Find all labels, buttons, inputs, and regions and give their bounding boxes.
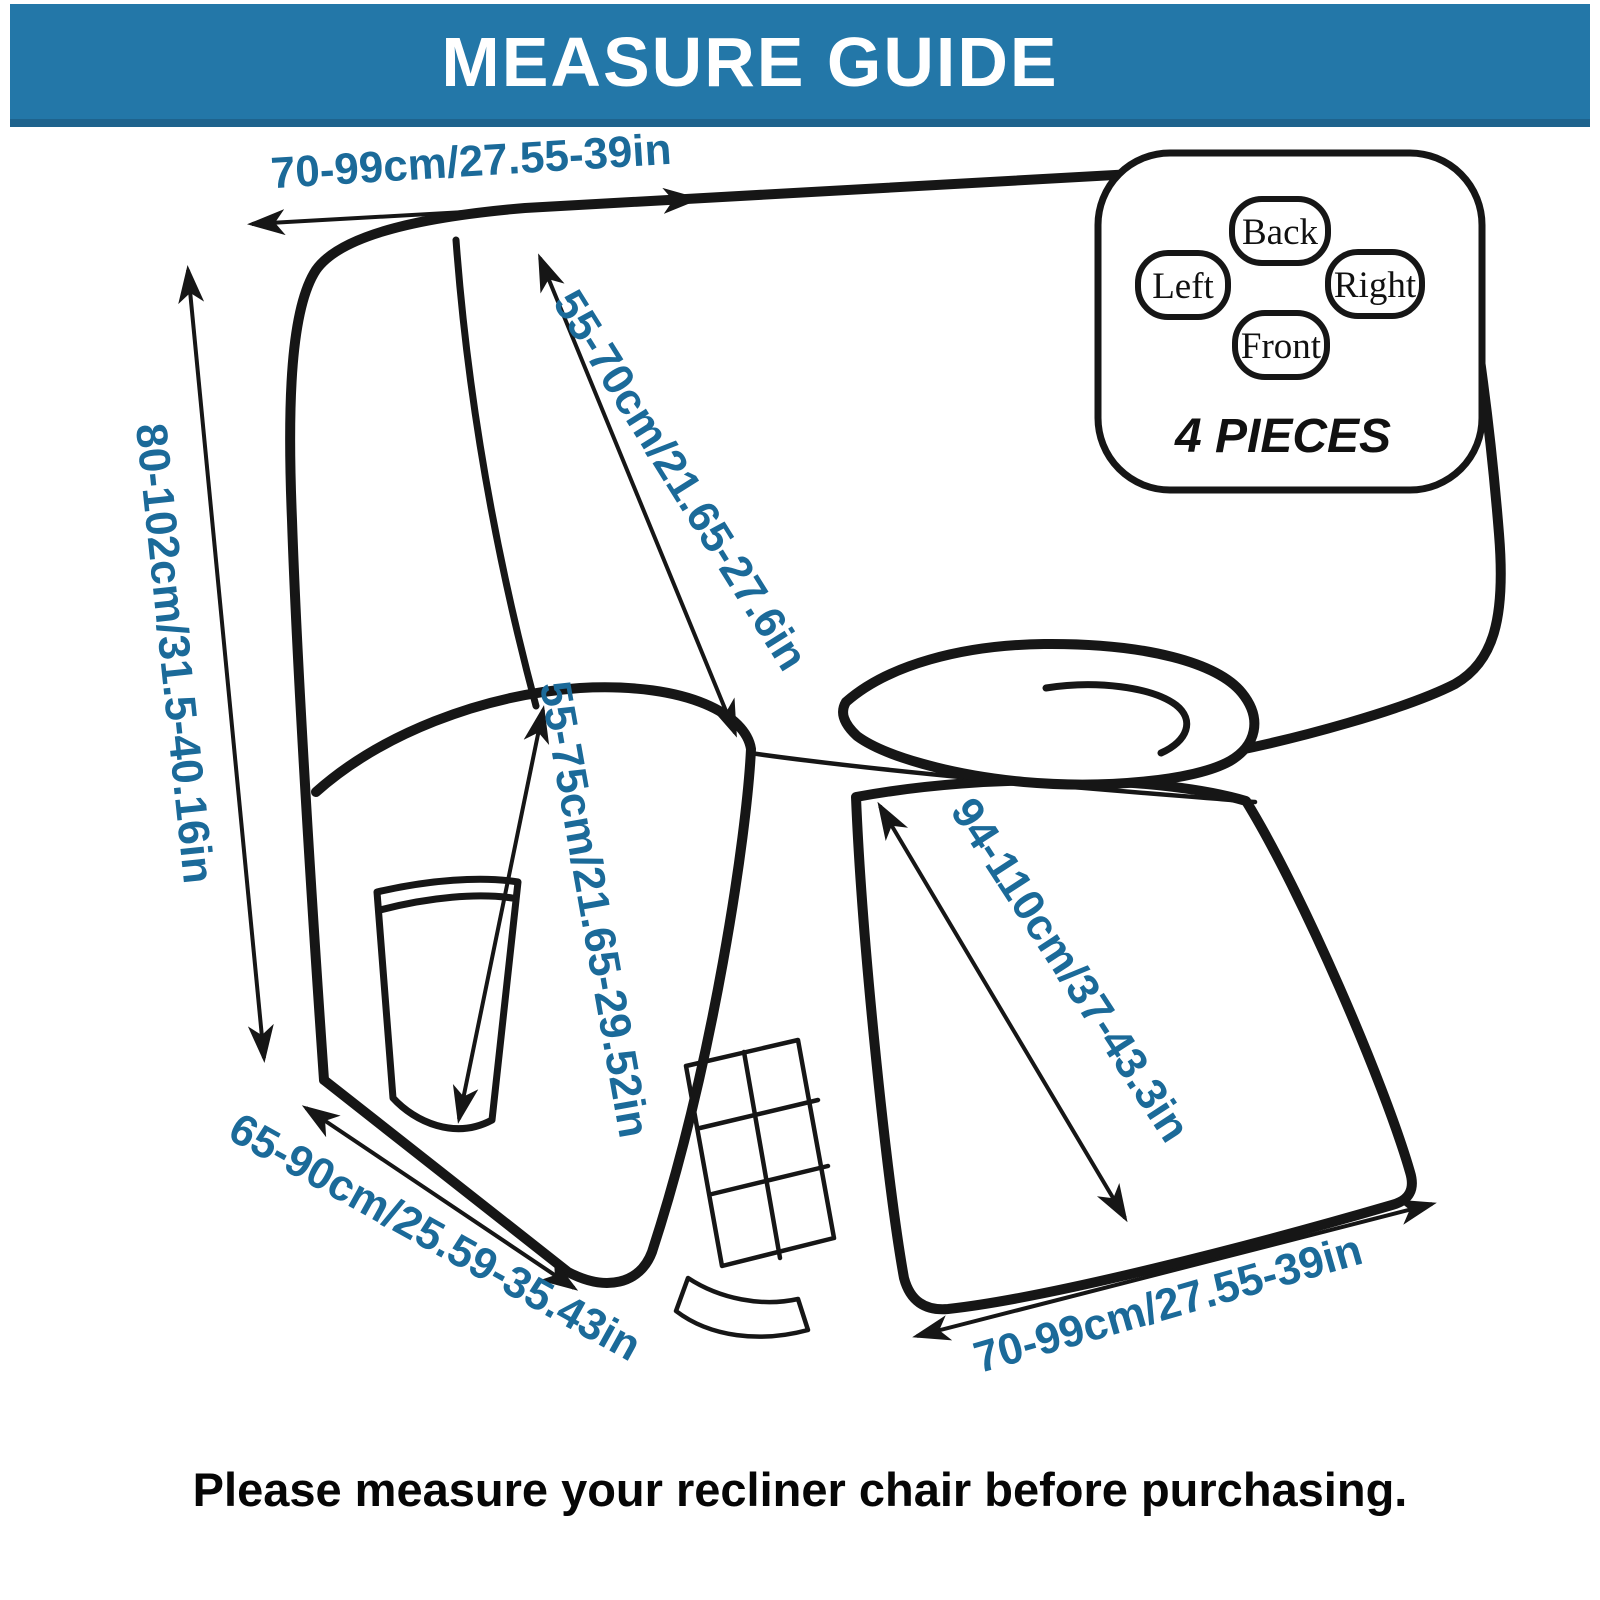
arrow-top-width: [247, 187, 701, 236]
piece-back-label: Back: [1242, 212, 1319, 253]
piece-back-pill: [1229, 196, 1331, 266]
arrow-recliner-length: [877, 801, 1128, 1223]
armrest-front-curve: [1042, 681, 1191, 757]
label-base-depth: 65-90cm/25.59-35.43in: [221, 1104, 649, 1371]
piece-right-label: Right: [1334, 265, 1417, 306]
side-pocket: [373, 875, 522, 1133]
arrow-seat-back-height: [452, 705, 550, 1124]
label-backrest-diagonal: 55-70cm/21.65-27.6in: [544, 282, 818, 679]
piece-right-pill: [1325, 249, 1425, 319]
armrest: [838, 638, 1260, 790]
label-top-width: 70-99cm/27.55-39in: [269, 125, 672, 198]
piece-left-pill: [1135, 250, 1231, 320]
page-title: MEASURE GUIDE: [441, 22, 1059, 101]
arrow-back-height: [178, 265, 274, 1063]
arrow-backrest-diagonal: [538, 253, 737, 738]
piece-front-pill: [1232, 310, 1330, 380]
dimension-arrows: [178, 187, 1437, 1341]
pieces-count-label: 4 PIECES: [1174, 410, 1391, 463]
pieces-panel: Back Left Right Front 4 PIECES: [1094, 149, 1486, 494]
backrest-fold-line: [452, 236, 540, 710]
recline-mechanism: [673, 1037, 837, 1339]
measure-guide-header: MEASURE GUIDE: [10, 4, 1590, 127]
arrow-base-depth: [301, 1105, 579, 1291]
piece-front-label: Front: [1241, 326, 1322, 367]
piece-left-label: Left: [1152, 266, 1214, 307]
arrow-footrest-width: [912, 1199, 1437, 1341]
label-seat-back-height: 55-75cm/21.65-29.52in: [530, 678, 659, 1142]
footer-note: Please measure your recliner chair befor…: [192, 1463, 1408, 1516]
